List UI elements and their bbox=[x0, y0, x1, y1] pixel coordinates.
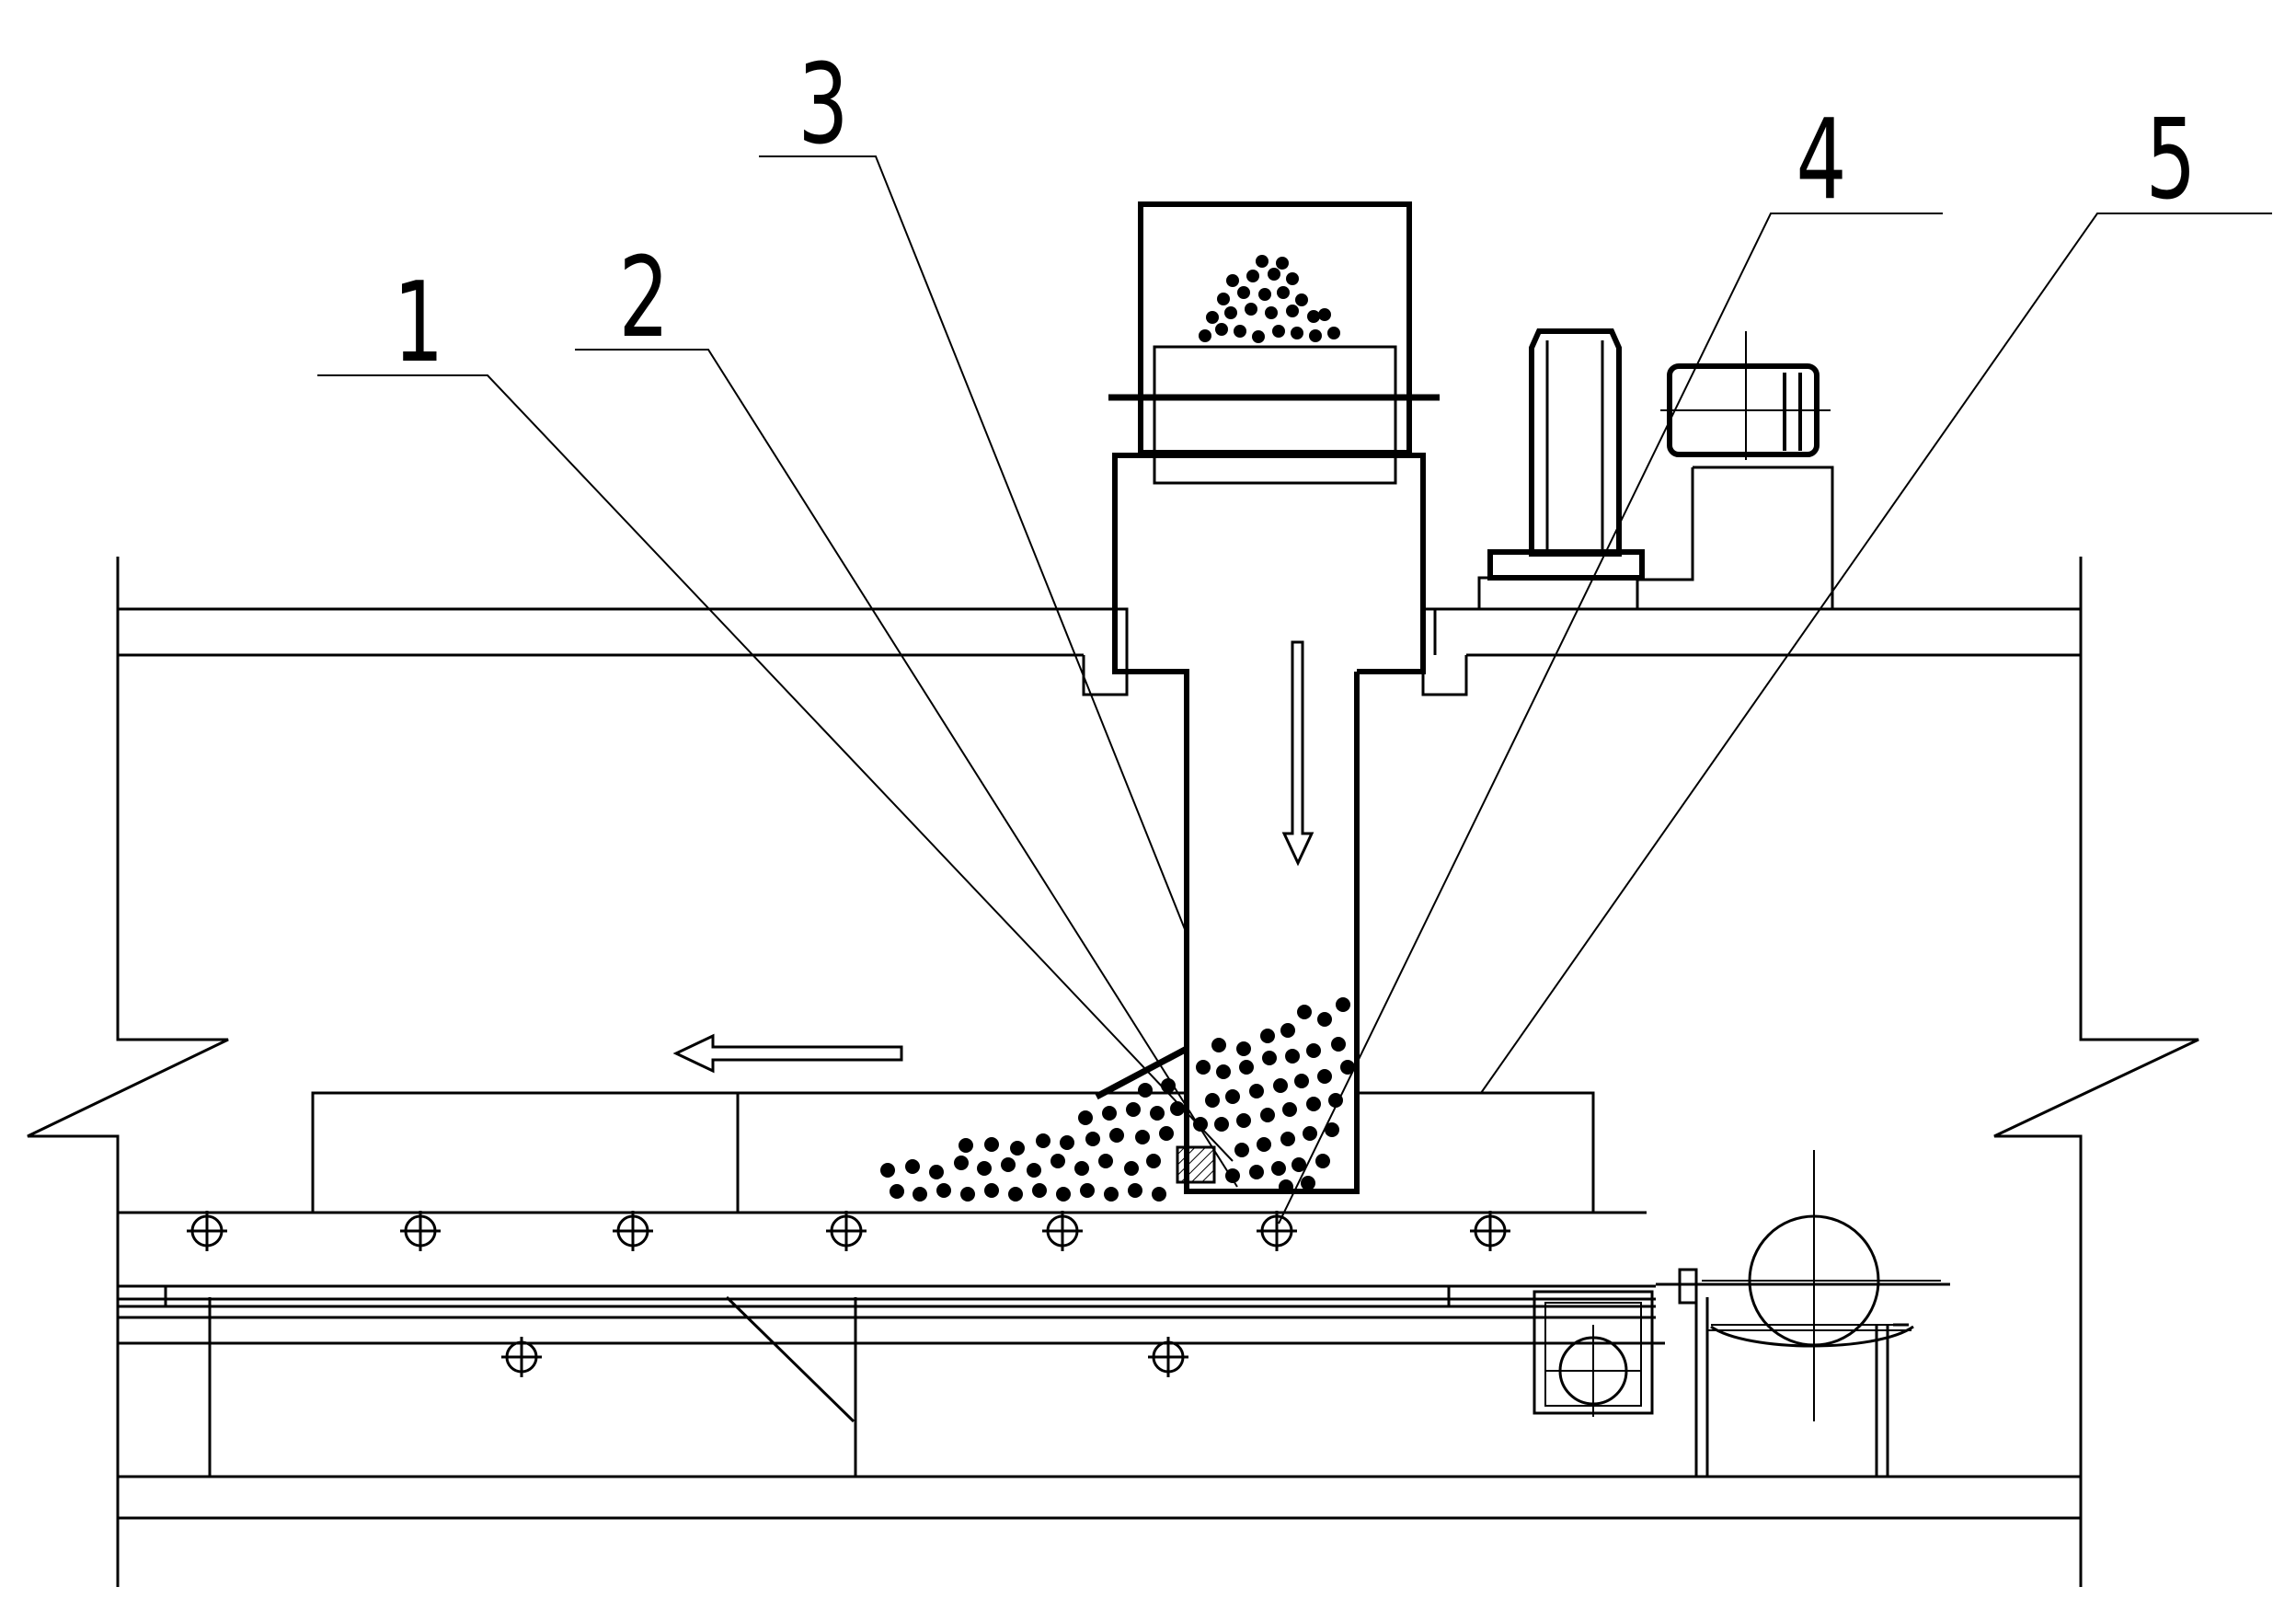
particles-on-belt bbox=[880, 1078, 1185, 1202]
feed-hopper bbox=[1108, 204, 1440, 1191]
drive-pulley-assembly bbox=[1534, 1150, 1941, 1477]
belt-rollers bbox=[187, 1211, 1510, 1377]
callout-label-2: 2 bbox=[619, 234, 670, 362]
leader-line-5 bbox=[1481, 213, 2272, 1093]
conveyor-belt bbox=[118, 1213, 1950, 1477]
particles-falling bbox=[1193, 997, 1355, 1194]
hatched-block bbox=[1177, 1147, 1214, 1182]
drive-motor bbox=[1479, 331, 1642, 609]
callout-label-1: 1 bbox=[394, 259, 444, 387]
hopper-mounting-brackets bbox=[1084, 609, 1466, 695]
leader-line-4 bbox=[1279, 213, 1943, 1224]
callout-label-4: 4 bbox=[1797, 96, 1847, 224]
particles-top bbox=[1199, 255, 1340, 343]
gear-reducer bbox=[1637, 331, 1832, 609]
downward-flow-arrow bbox=[1284, 642, 1312, 863]
leader-line-3 bbox=[759, 156, 1187, 934]
callout-label-3: 3 bbox=[798, 40, 849, 169]
mold-blocks bbox=[313, 1093, 1593, 1213]
leftward-conveying-arrow bbox=[676, 1036, 901, 1071]
outer-frame bbox=[28, 557, 2198, 1587]
callout-label-5: 5 bbox=[2146, 96, 2197, 224]
leader-line-1 bbox=[317, 375, 1233, 1161]
